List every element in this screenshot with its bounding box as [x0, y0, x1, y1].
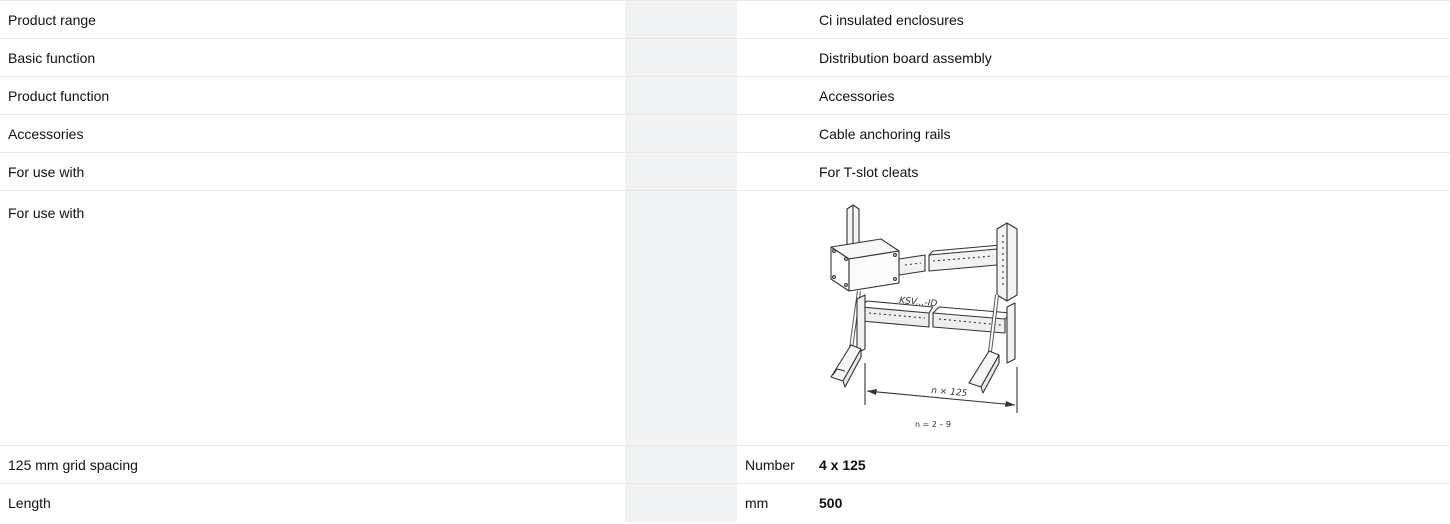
dimension-label: n × 125: [931, 386, 968, 399]
row-spacer: [625, 445, 737, 484]
row-label: Accessories: [0, 114, 625, 153]
row-spacer: [625, 483, 737, 522]
row-unit: [737, 190, 811, 446]
row-unit: [737, 38, 811, 77]
row-for-use-with-diagram: For use with: [0, 190, 1450, 446]
row-spacer: [625, 38, 737, 77]
row-label: 125 mm grid spacing: [0, 445, 625, 484]
row-value: 4 x 125: [811, 445, 1450, 484]
cable-anchoring-rail-diagram: KSV...-ID n × 125 n = 2 – 9: [830, 204, 1018, 429]
row-value: Cable anchoring rails: [811, 114, 1450, 153]
row-value: Accessories: [811, 76, 1450, 115]
row-value: Distribution board assembly: [811, 38, 1450, 77]
row-length: Length mm 500: [0, 483, 1450, 522]
row-label: Product function: [0, 76, 625, 115]
row-value: KSV...-ID n × 125 n = 2 – 9: [811, 190, 1450, 446]
row-unit: [737, 0, 811, 39]
row-product-range: Product range Ci insulated enclosures: [0, 0, 1450, 39]
row-label: Length: [8, 494, 51, 511]
row-unit: [737, 76, 811, 115]
row-value: Ci insulated enclosures: [811, 0, 1450, 39]
row-value: For T-slot cleats: [811, 152, 1450, 191]
row-spacer: [625, 152, 737, 191]
row-unit: mm: [745, 494, 769, 511]
row-spacer: [625, 114, 737, 153]
row-grid-spacing: 125 mm grid spacing Number 4 x 125: [0, 445, 1450, 484]
row-spacer: [625, 76, 737, 115]
range-label: n = 2 – 9: [915, 420, 951, 429]
row-accessories: Accessories Cable anchoring rails: [0, 114, 1450, 153]
row-unit: [737, 114, 811, 153]
rail-label: KSV...-ID: [899, 296, 938, 309]
row-basic-function: Basic function Distribution board assemb…: [0, 38, 1450, 77]
row-spacer: [625, 190, 737, 446]
row-value: 500: [819, 494, 843, 511]
row-label: Product range: [0, 0, 625, 39]
row-unit: [737, 152, 811, 191]
row-product-function: Product function Accessories: [0, 76, 1450, 115]
row-spacer: [625, 0, 737, 39]
row-label: For use with: [0, 190, 625, 446]
row-for-use-with: For use with For T-slot cleats: [0, 152, 1450, 191]
row-unit: Number: [737, 445, 811, 484]
row-label: Basic function: [0, 38, 625, 77]
row-label: For use with: [0, 152, 625, 191]
